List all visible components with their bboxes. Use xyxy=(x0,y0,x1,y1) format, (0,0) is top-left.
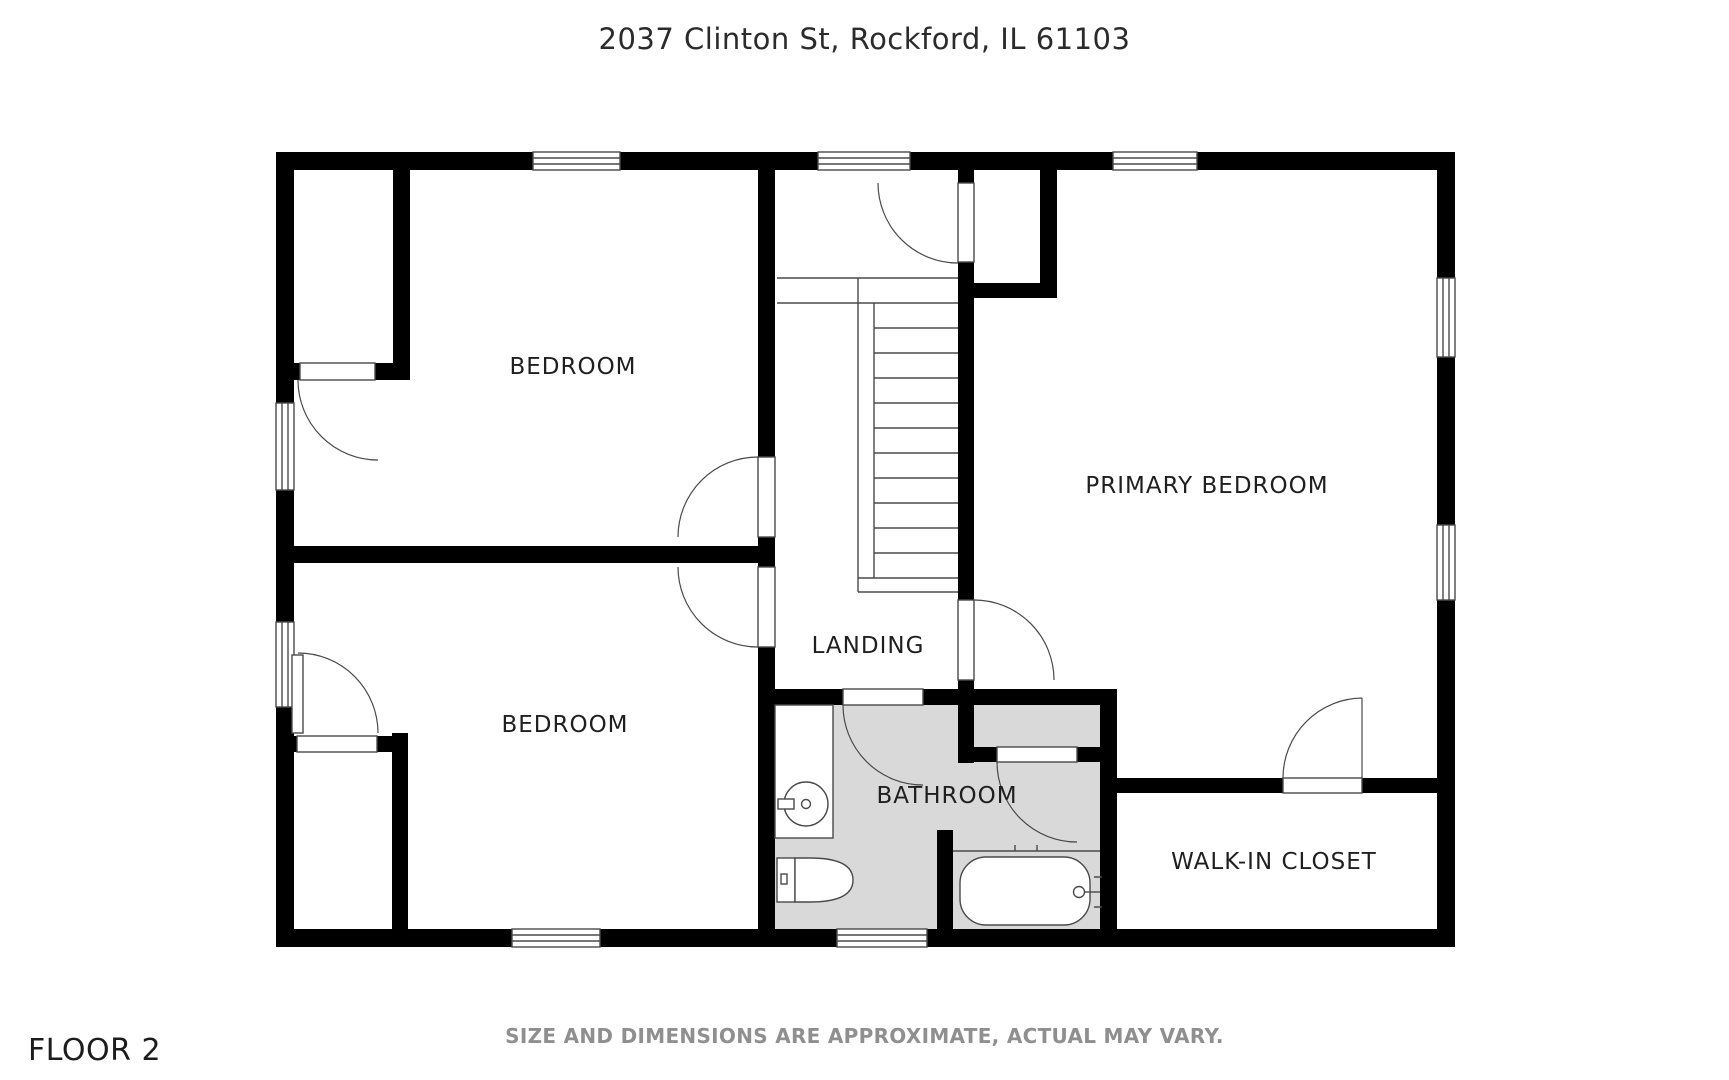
window xyxy=(275,621,295,708)
door-leaf xyxy=(299,362,376,381)
door-arc xyxy=(842,704,924,786)
window xyxy=(817,151,911,171)
window xyxy=(836,928,928,948)
floor-label: FLOOR 2 xyxy=(28,1033,162,1068)
door-arc xyxy=(996,761,1078,843)
door-arcs xyxy=(297,182,1363,843)
toilet-icon xyxy=(776,857,854,903)
window xyxy=(1436,277,1456,358)
door-leaf xyxy=(957,182,975,263)
sink-icon xyxy=(774,704,834,839)
staircase xyxy=(777,277,958,593)
room-label-landing: LANDING xyxy=(812,633,925,659)
door-arc xyxy=(297,379,379,461)
window xyxy=(511,928,601,948)
page-title: 2037 Clinton St, Rockford, IL 61103 xyxy=(598,22,1131,56)
window xyxy=(1436,524,1456,601)
door-arc xyxy=(973,599,1055,681)
door-leaf xyxy=(957,599,975,681)
door-leaf xyxy=(1282,777,1363,794)
door-leaf-open xyxy=(291,654,304,734)
door-leaf xyxy=(757,456,776,538)
door-arc xyxy=(677,566,759,648)
window xyxy=(275,402,295,491)
windows xyxy=(275,151,1456,948)
room-label-bedroom-bottom-left: BEDROOM xyxy=(501,712,628,738)
door-leaf xyxy=(296,735,378,753)
bathtub-icon xyxy=(953,845,1102,926)
door-arc xyxy=(677,456,759,538)
room-label-primary-bedroom: PRIMARY BEDROOM xyxy=(1085,473,1328,499)
window xyxy=(1112,151,1198,171)
room-label-bedroom-top-left: BEDROOM xyxy=(509,354,636,380)
window xyxy=(532,151,621,171)
door-arc xyxy=(1282,697,1363,779)
room-label-bathroom: BATHROOM xyxy=(876,783,1017,809)
door-leaf xyxy=(996,746,1078,763)
door-leaves xyxy=(291,182,1363,794)
disclaimer-text: SIZE AND DIMENSIONS ARE APPROXIMATE, ACT… xyxy=(505,1024,1224,1048)
room-label-walk-in-closet: WALK-IN CLOSET xyxy=(1171,849,1377,875)
door-leaf xyxy=(757,566,776,648)
door-arc xyxy=(877,182,959,264)
door-leaf xyxy=(842,688,924,706)
door-arc xyxy=(297,652,379,734)
